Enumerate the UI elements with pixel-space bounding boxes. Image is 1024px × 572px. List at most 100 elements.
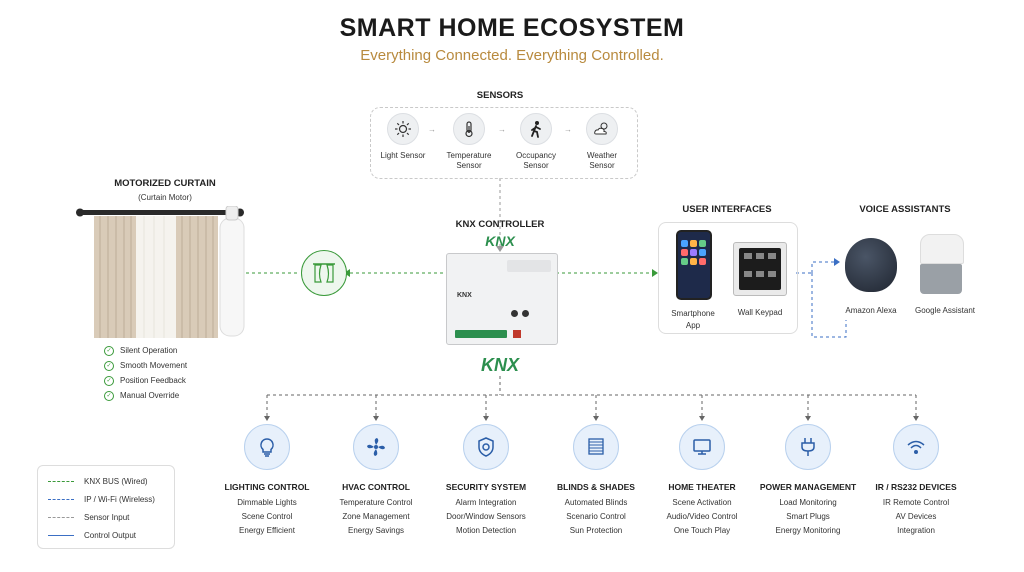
category-item: Dimmable Lights: [237, 498, 297, 507]
curtain-title: MOTORIZED CURTAIN: [114, 178, 216, 189]
legend-item: Sensor Input: [38, 508, 174, 526]
lightbulb-icon: [244, 424, 290, 470]
category-item: IR Remote Control: [882, 498, 950, 507]
sensor-label: Light Sensor: [380, 151, 426, 160]
sensor-occupancy: Occupancy Sensor: [508, 113, 564, 171]
category-home-theater: HOME THEATER Scene Activation Audio/Vide…: [656, 424, 748, 538]
curtain-features: ✓Silent Operation ✓Smooth Movement ✓Posi…: [104, 343, 224, 403]
check-icon: ✓: [104, 390, 114, 401]
google-assistant-image: [920, 234, 964, 296]
device-connector: [455, 330, 507, 338]
category-blinds: BLINDS & SHADES Automated Blinds Scenari…: [550, 424, 642, 538]
controller-title: KNX CONTROLLER: [455, 219, 545, 230]
knx-bus-logo: KNX: [480, 355, 519, 375]
ui-label-keypad: Wall Keypad: [737, 308, 783, 317]
voice-title: VOICE ASSISTANTS: [859, 204, 951, 215]
fan-icon: [353, 424, 399, 470]
ui-panel: [658, 222, 798, 334]
category-item: AV Devices: [895, 512, 937, 521]
category-item: Zone Management: [342, 512, 410, 521]
check-icon: ✓: [104, 360, 114, 371]
device-red-terminal: [513, 330, 521, 338]
feature-item: ✓Manual Override: [104, 388, 224, 403]
category-item: Load Monitoring: [779, 498, 837, 507]
category-title: SECURITY SYSTEM: [445, 482, 527, 492]
sensors-title: SENSORS: [476, 90, 524, 101]
wall-keypad-image: [733, 242, 787, 296]
category-item: Motion Detection: [455, 526, 517, 535]
category-hvac: HVAC CONTROL Temperature Control Zone Ma…: [332, 424, 420, 538]
device-button: [522, 310, 529, 317]
category-item: One Touch Play: [673, 526, 731, 535]
device-label: KNX: [457, 292, 472, 299]
plug-icon: [785, 424, 831, 470]
legend: KNX BUS (Wired) IP / Wi-Fi (Wireless) Se…: [37, 465, 175, 549]
category-item: Energy Monitoring: [775, 526, 841, 535]
category-item: Energy Savings: [347, 526, 405, 535]
legend-swatch: [48, 534, 74, 536]
curtain-image: [76, 206, 245, 338]
curtain-subtitle: (Curtain Motor): [138, 193, 192, 202]
ui-title: USER INTERFACES: [682, 204, 772, 215]
sensor-light: Light Sensor: [378, 113, 428, 161]
arrow-icon: →: [564, 125, 572, 134]
smartphone-image: [676, 230, 712, 300]
sensor-weather: Weather Sensor: [574, 113, 630, 171]
walking-person-icon: [520, 113, 552, 145]
shield-icon: [463, 424, 509, 470]
category-security: SECURITY SYSTEM Alarm Integration Door/W…: [438, 424, 534, 538]
amazon-alexa-image: [845, 238, 897, 292]
category-item: Energy Efficient: [239, 526, 295, 535]
legend-item: IP / Wi-Fi (Wireless): [38, 490, 174, 508]
voice-label-google: Google Assistant: [914, 306, 976, 315]
category-item: Temperature Control: [339, 498, 413, 507]
legend-item: KNX BUS (Wired): [38, 472, 174, 490]
sensors-panel: [370, 107, 638, 179]
category-power: POWER MANAGEMENT Load Monitoring Smart P…: [758, 424, 858, 538]
category-ir: IR / RS232 DEVICES IR Remote Control AV …: [868, 424, 964, 538]
sun-icon: [387, 113, 419, 145]
category-item: Audio/Video Control: [666, 512, 738, 521]
sensor-temperature: Temperature Sensor: [438, 113, 500, 171]
category-title: IR / RS232 DEVICES: [875, 482, 957, 492]
category-item: Scenario Control: [566, 512, 626, 521]
monitor-icon: [679, 424, 725, 470]
feature-item: ✓Silent Operation: [104, 343, 224, 358]
legend-item: Control Output: [38, 526, 174, 544]
wireless-icon: [893, 424, 939, 470]
weather-icon: [586, 113, 618, 145]
sensor-label: Temperature Sensor: [446, 151, 492, 170]
voice-label-alexa: Amazon Alexa: [845, 306, 897, 315]
category-item: Door/Window Sensors: [446, 512, 526, 521]
check-icon: ✓: [104, 345, 114, 356]
page-title: SMART HOME ECOSYSTEM: [339, 14, 685, 42]
category-item: Scene Control: [241, 512, 293, 521]
category-title: LIGHTING CONTROL: [224, 482, 310, 492]
knx-logo: KNX: [485, 233, 515, 249]
category-item: Scene Activation: [672, 498, 732, 507]
feature-item: ✓Smooth Movement: [104, 358, 224, 373]
sensor-label: Occupancy Sensor: [515, 151, 557, 170]
blinds-icon: [573, 424, 619, 470]
category-item: Alarm Integration: [455, 498, 517, 507]
legend-swatch: [48, 516, 74, 518]
device-button: [511, 310, 518, 317]
check-icon: ✓: [104, 375, 114, 386]
category-title: POWER MANAGEMENT: [759, 482, 857, 492]
thermometer-icon: [453, 113, 485, 145]
category-item: Integration: [897, 526, 935, 535]
device-terminals: [507, 260, 551, 272]
sensors-row: Light Sensor Temperature Sensor Occupanc…: [378, 113, 628, 173]
category-title: HVAC CONTROL: [342, 482, 410, 492]
category-lighting: LIGHTING CONTROL Dimmable Lights Scene C…: [223, 424, 311, 538]
arrow-icon: →: [498, 125, 506, 134]
arrow-icon: →: [428, 125, 436, 134]
category-item: Smart Plugs: [786, 512, 830, 521]
category-item: Sun Protection: [569, 526, 623, 535]
sensor-label: Weather Sensor: [586, 151, 618, 170]
category-item: Automated Blinds: [564, 498, 628, 507]
legend-swatch: [48, 480, 74, 482]
page-subtitle: Everything Connected. Everything Control…: [360, 47, 664, 64]
knx-controller-device: KNX: [446, 253, 558, 345]
